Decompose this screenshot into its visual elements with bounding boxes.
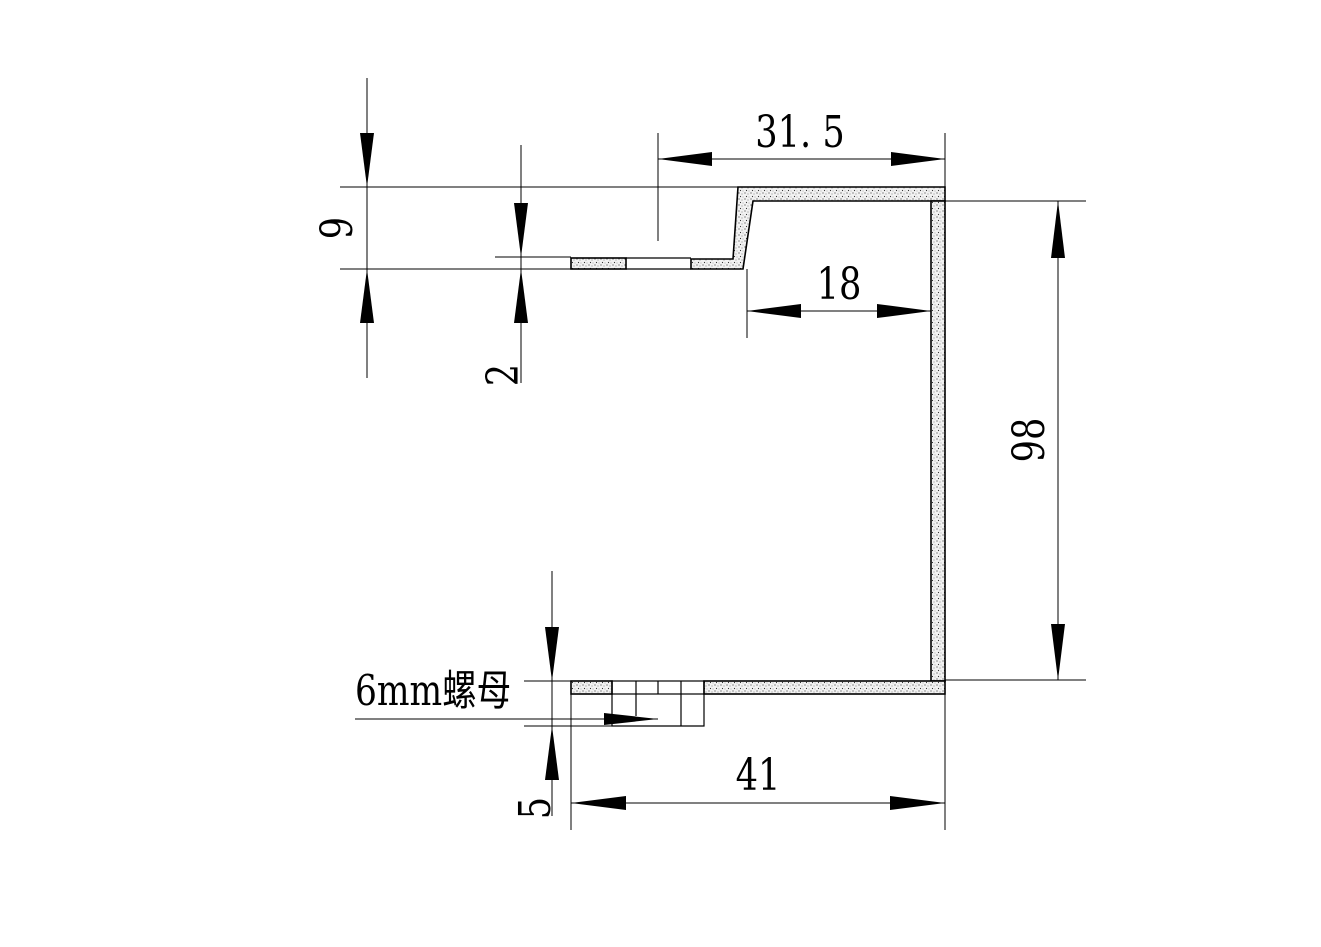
top-flange	[690, 186, 946, 270]
dimension-step-height: 9	[312, 78, 738, 378]
nut-label: 6mm螺母	[355, 667, 511, 716]
nut-leader: 6mm螺母	[355, 667, 658, 725]
profile-section	[570, 186, 946, 695]
dimension-flange-thickness: 2	[478, 145, 571, 386]
bottom-left-plate	[570, 680, 613, 695]
dimension-bottom-width-label: 41	[736, 750, 781, 801]
dimension-inner-width: 18	[746, 259, 931, 338]
bottom-flange	[703, 680, 946, 695]
dimension-flange-thickness-label: 2	[478, 364, 529, 386]
dimension-step-height-label: 9	[312, 217, 363, 239]
dimension-bottom-width: 41	[570, 694, 946, 830]
right-web	[930, 200, 946, 682]
nut-block	[611, 680, 705, 727]
dimension-nut-offset-label: 5	[510, 797, 561, 819]
dimension-nut-offset: 5	[510, 571, 612, 819]
dimension-height: 98	[945, 200, 1086, 681]
dimension-height-label: 98	[1004, 418, 1055, 463]
top-left-plate	[570, 257, 627, 270]
dimension-top-width: 31. 5	[657, 107, 946, 241]
dimension-inner-width-label: 18	[817, 259, 862, 310]
dimension-top-width-label: 31. 5	[755, 107, 845, 158]
